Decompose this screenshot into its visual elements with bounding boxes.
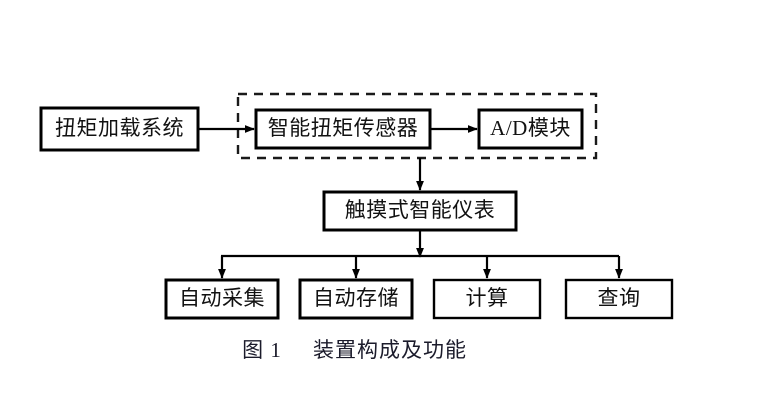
- torque-loading-system-label: 扭矩加载系统: [55, 116, 184, 140]
- ad-module-box: [477, 108, 584, 150]
- query-label: 查询: [598, 286, 641, 310]
- auto-storage-label: 自动存储: [313, 286, 399, 310]
- touch-smart-instrument-label: 触摸式智能仪表: [345, 198, 496, 222]
- auto-collect-box: [164, 278, 280, 320]
- node-torque-loading-system: 扭矩加载系统: [39, 106, 200, 152]
- calculate-box: [432, 278, 542, 320]
- ad-module-label: A/D模块: [490, 116, 571, 140]
- sensor-module-group-boundary: [236, 92, 598, 160]
- node-auto-collect: 自动采集: [164, 278, 280, 320]
- node-query: 查询: [564, 278, 674, 320]
- query-box: [564, 278, 674, 320]
- auto-storage-box: [298, 278, 414, 320]
- calculate-label: 计算: [466, 286, 509, 310]
- node-calculate: 计算: [432, 278, 542, 320]
- node-smart-torque-sensor: 智能扭矩传感器: [254, 108, 432, 150]
- smart-torque-sensor-box: [254, 108, 432, 150]
- figure-caption-title: 装置构成及功能: [313, 338, 467, 362]
- node-auto-storage: 自动存储: [298, 278, 414, 320]
- auto-collect-label: 自动采集: [179, 286, 265, 310]
- node-touch-smart-instrument: 触摸式智能仪表: [322, 190, 518, 232]
- smart-torque-sensor-label: 智能扭矩传感器: [268, 116, 419, 140]
- figure-caption-number: 图 1: [242, 338, 282, 362]
- node-ad-module: A/D模块: [477, 108, 584, 150]
